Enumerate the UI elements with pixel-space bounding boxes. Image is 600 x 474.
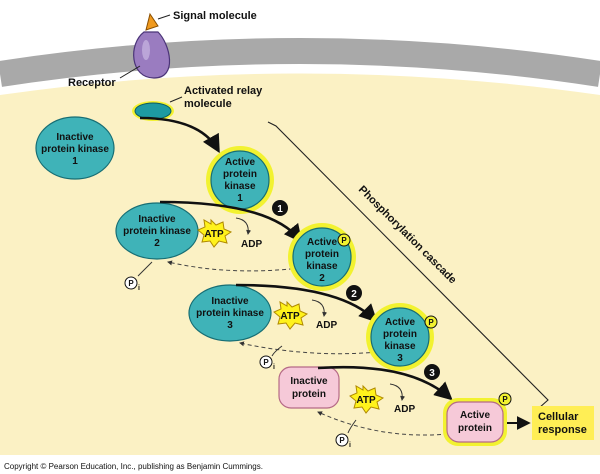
adp-arrow-3	[389, 383, 406, 401]
phosphate-pi-2	[259, 355, 273, 369]
step-3-number: 3	[429, 368, 435, 379]
cellular-response-box	[532, 406, 594, 440]
active-pk1-line3: kinase	[224, 181, 256, 192]
inactive-pk3-line2: protein kinase	[196, 308, 264, 319]
inactive-protein	[278, 366, 340, 409]
phosphate-pi-1	[124, 276, 138, 290]
signal-molecule-label: Signal molecule	[173, 10, 257, 22]
activation-arrow-1	[139, 116, 220, 154]
dephosphorylation-arrow-1	[167, 260, 301, 272]
active-pk3-line4: 3	[397, 353, 403, 364]
active-pk2-line4: 2	[319, 273, 325, 284]
active-protein-line2: protein	[458, 423, 492, 434]
step-1-number: 1	[277, 204, 283, 215]
active-pk3-line2: protein	[383, 329, 417, 340]
pi-label-2: P	[263, 358, 269, 367]
signal-molecule	[145, 12, 159, 31]
active-pk1-line1: Active	[225, 157, 255, 168]
phosphate-tag-pk3	[424, 315, 438, 329]
active-pk2-line1: Active	[307, 237, 337, 248]
pi-subscript-1: i	[138, 285, 140, 292]
receptor-leader-line	[119, 65, 141, 79]
activation-arrow-3	[235, 283, 378, 323]
inactive-protein-kinase-3	[188, 284, 272, 342]
phosphate-tag-active-protein-label: P	[502, 395, 508, 404]
inactive-protein-line2: protein	[292, 389, 326, 400]
step-2-number: 2	[351, 289, 357, 300]
step-3-marker	[424, 364, 440, 380]
active-pk1-line2: protein	[223, 169, 257, 180]
adp-arrow-1	[235, 217, 252, 235]
pi-label-1: P	[128, 279, 134, 288]
inactive-pk1-line3: 1	[72, 156, 78, 167]
active-protein	[446, 401, 504, 443]
receptor-label: Receptor	[68, 77, 116, 89]
inactive-protein-line1: Inactive	[290, 376, 328, 387]
phosphate-pi-3	[335, 433, 349, 447]
relay-leader-line	[169, 96, 183, 103]
dephosphorylation-arrow-2	[239, 341, 378, 355]
activated-relay-label-line1: Activated relay	[184, 85, 263, 97]
inactive-protein-kinase-2	[115, 202, 199, 260]
activated-relay-label-line2: molecule	[184, 98, 232, 110]
plasma-membrane	[0, 38, 600, 87]
pi-label-3: P	[339, 436, 345, 445]
adp-label-3: ADP	[394, 404, 415, 415]
active-pk2-line2: protein	[305, 249, 339, 260]
inactive-pk2-line3: 2	[154, 238, 160, 249]
copyright-line: Copyright © Pearson Education, Inc., pub…	[4, 462, 263, 471]
active-pk3-line1: Active	[385, 317, 415, 328]
pi-subscript-2: i	[273, 364, 275, 371]
phosphate-tag-pk2	[337, 233, 351, 247]
pi-arrow-2	[271, 345, 283, 357]
receptor-highlight	[142, 40, 150, 60]
atp-burst-2	[273, 300, 309, 330]
inactive-pk2-line1: Inactive	[138, 214, 176, 225]
active-pk1-line4: 1	[237, 193, 243, 204]
inactive-pk2-line2: protein kinase	[123, 226, 191, 237]
inactive-pk1-line1: Inactive	[56, 132, 94, 143]
inactive-pk3-line1: Inactive	[211, 296, 249, 307]
atp-label-1: ATP	[204, 229, 224, 240]
atp-burst-3	[349, 384, 385, 414]
adp-label-2: ADP	[316, 320, 337, 331]
inactive-protein-kinase-1	[35, 116, 115, 180]
cellular-response-line2: response	[538, 424, 587, 436]
inactive-pk3-line3: 3	[227, 320, 233, 331]
step-2-marker	[346, 285, 362, 301]
active-protein-line1: Active	[460, 410, 490, 421]
activation-arrow-4	[317, 365, 453, 401]
phosphate-tag-pk2-label: P	[341, 236, 347, 245]
receptor	[133, 31, 171, 79]
active-pk2-line3: kinase	[306, 261, 338, 272]
activation-arrow-2	[159, 200, 303, 243]
atp-label-3: ATP	[356, 395, 376, 406]
active-protein-kinase-3	[370, 307, 430, 367]
phosphate-tag-pk3-label: P	[428, 318, 434, 327]
active-protein-kinase-2	[292, 227, 352, 287]
atp-label-2: ATP	[280, 311, 300, 322]
cascade-bracket	[267, 121, 549, 409]
pi-subscript-3: i	[349, 442, 351, 449]
adp-label-1: ADP	[241, 239, 262, 250]
inactive-pk1-line2: protein kinase	[41, 144, 109, 155]
active-pk3-line3: kinase	[384, 341, 416, 352]
step-1-marker	[272, 200, 288, 216]
cellular-response-line1: Cellular	[538, 411, 579, 423]
activated-relay-molecule	[134, 102, 172, 120]
adp-arrow-2	[311, 299, 328, 317]
pi-arrow-1	[137, 261, 153, 277]
phosphate-tag-active-protein	[498, 392, 512, 406]
pi-arrow-3	[347, 419, 357, 434]
atp-burst-1	[197, 218, 233, 248]
dephosphorylation-arrow-3	[317, 411, 449, 436]
signal-leader-line	[157, 14, 171, 20]
